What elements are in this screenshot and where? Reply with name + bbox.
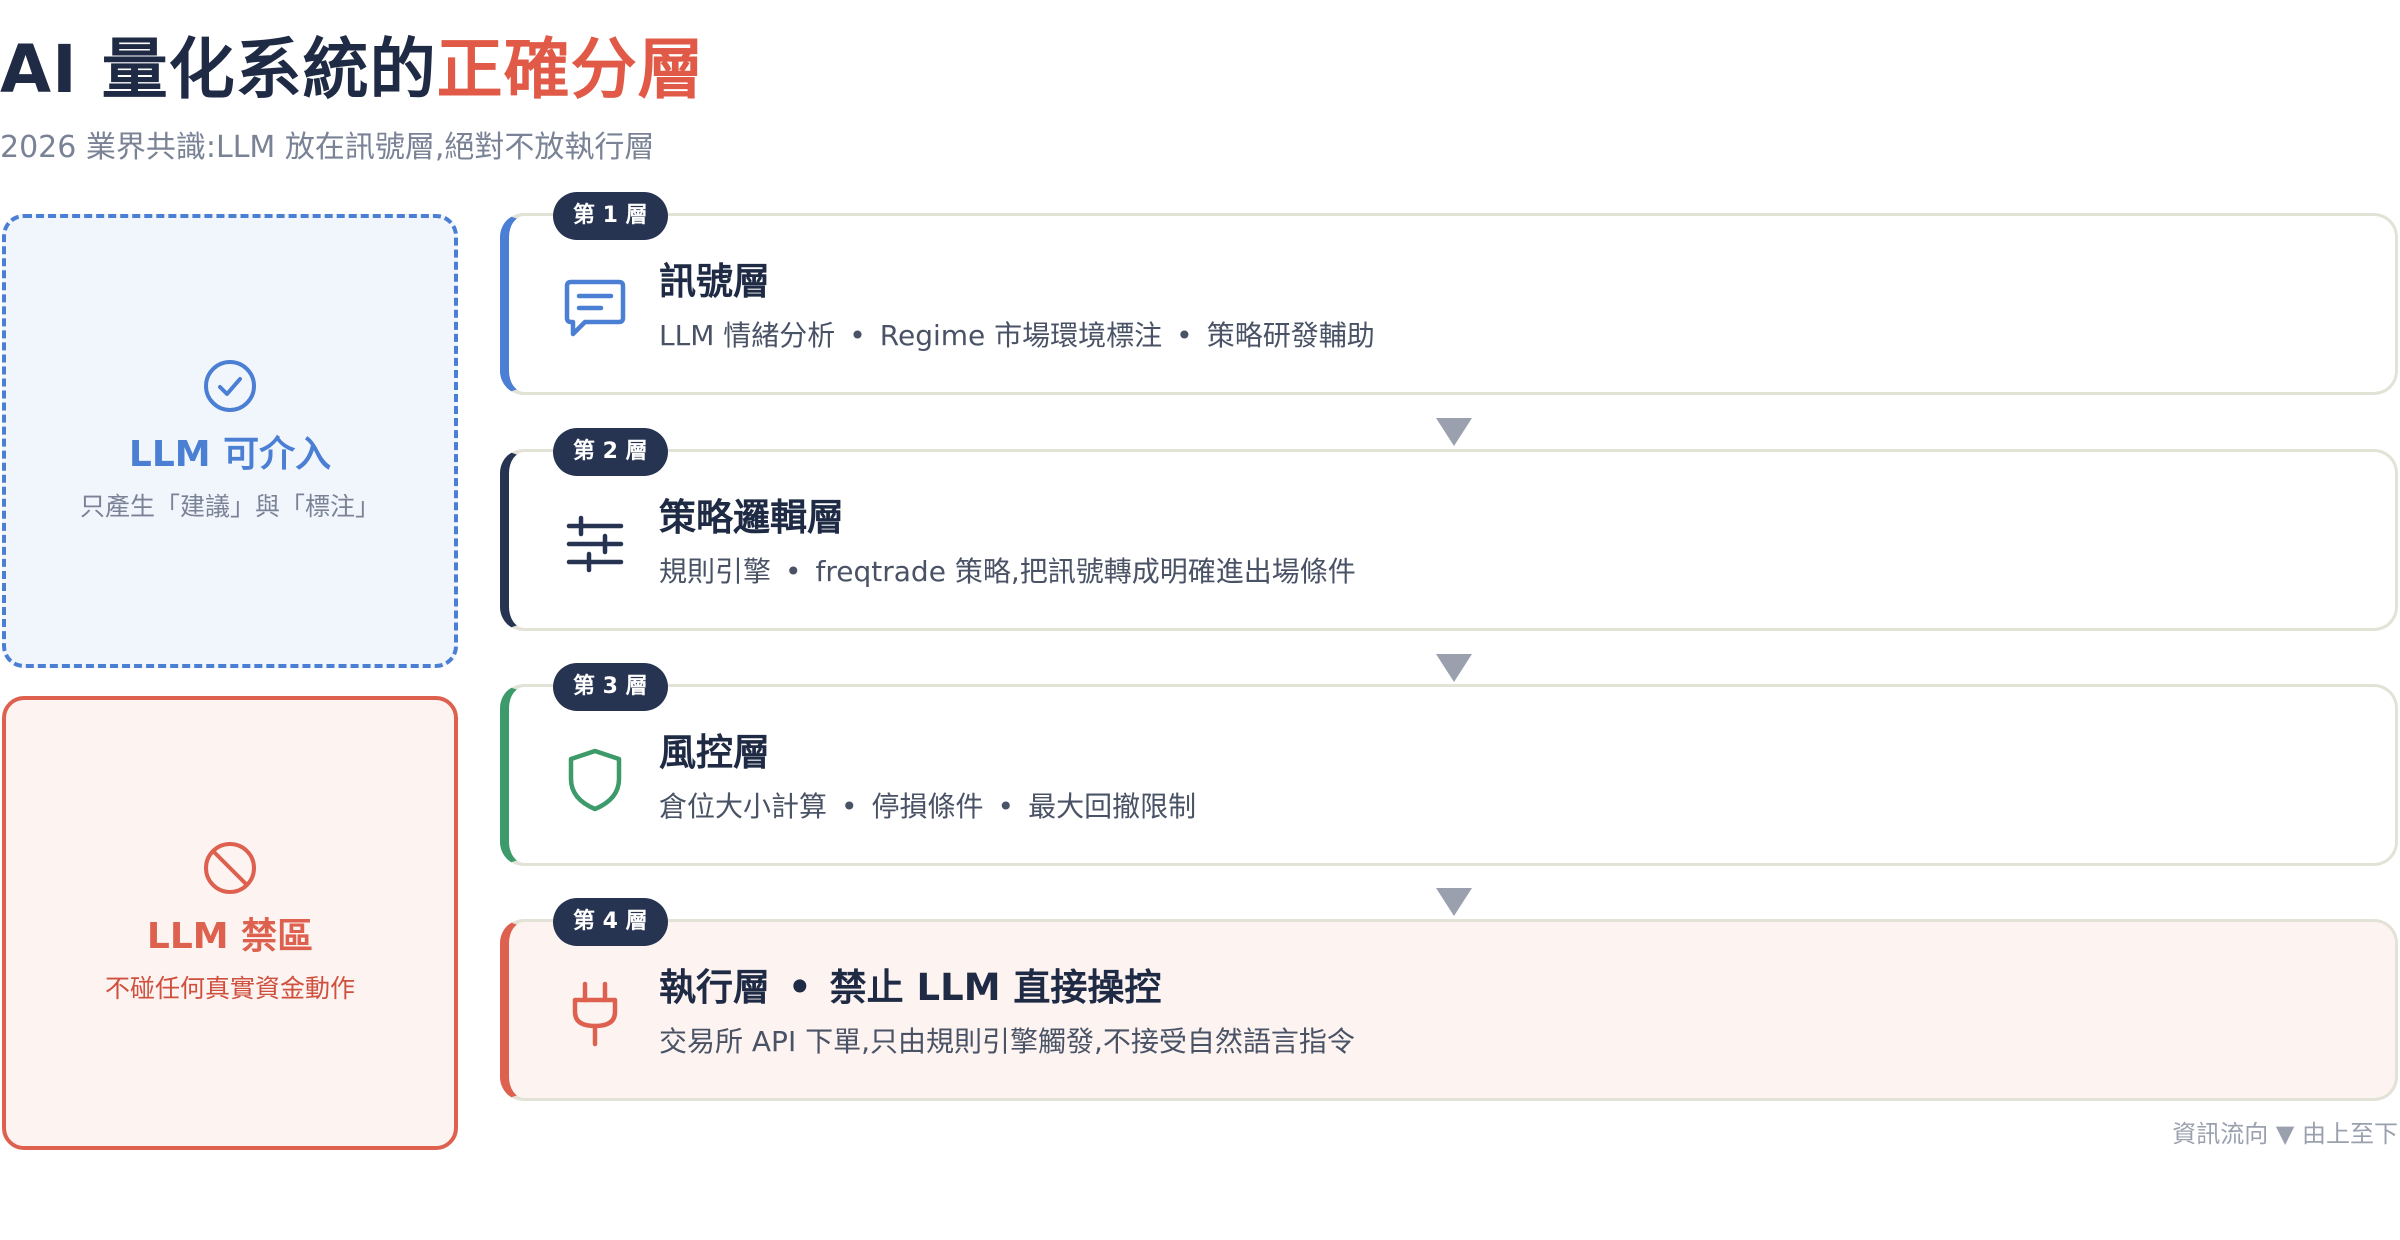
layer-desc: 倉位大小計算 • 停損條件 • 最大回撤限制 xyxy=(659,787,1196,827)
layer-item: 策略研發輔助 xyxy=(1206,319,1375,352)
layer-title-main: 執行層 xyxy=(659,966,770,1009)
layer-desc: 規則引擎 • freqtrade 策略,把訊號轉成明確進出場條件 xyxy=(659,552,1356,592)
separator-dot: • xyxy=(997,790,1015,823)
llm-allowed-zone: LLM 可介入 只產生「建議」與「標注」 xyxy=(2,214,458,668)
flow-arrow-down-icon xyxy=(1436,654,1472,682)
layer-badge: 第 4 層 xyxy=(553,898,668,946)
layer-risk-control: 第 3 層 風控層 倉位大小計算 • 停損條件 • 最大回撤限制 xyxy=(500,663,2398,866)
layer-item: 倉位大小計算 xyxy=(659,790,828,823)
layer-item: 最大回撤限制 xyxy=(1028,790,1197,823)
layer-execution: 第 4 層 執行層 • 禁止 LLM 直接操控 交易所 API 下單,只由規則引擎觸… xyxy=(500,898,2398,1101)
plug-icon xyxy=(572,981,618,1047)
separator-dot: • xyxy=(849,319,866,352)
flow-arrow-down-icon xyxy=(1436,888,1472,916)
flow-arrow-down-icon xyxy=(1436,418,1472,446)
layer-title: 風控層 xyxy=(659,731,770,774)
prohibited-icon xyxy=(204,842,256,894)
separator-dot: • xyxy=(785,555,802,588)
forbidden-zone-title: LLM 禁區 xyxy=(146,916,314,957)
llm-forbidden-zone: LLM 禁區 不碰任何真實資金動作 xyxy=(2,696,458,1150)
flow-direction-note: 資訊流向 ▼ 由上至下 xyxy=(2172,1120,2398,1148)
page-title: AI 量化系統的正確分層 xyxy=(0,28,705,112)
check-circle-icon xyxy=(204,360,256,412)
separator-dot: • xyxy=(841,790,858,823)
layer-title-extra: 禁止 LLM 直接操控 xyxy=(829,966,1162,1009)
layer-desc: 交易所 API 下單,只由規則引擎觸發,不接受自然語言指令 xyxy=(659,1022,1355,1062)
page-subtitle: 2026 業界共識:LLM 放在訊號層,絕對不放執行層 xyxy=(0,130,655,165)
layer-item: 規則引擎 xyxy=(659,555,772,588)
layer-title: 策略邏輯層 xyxy=(659,496,844,539)
shield-icon xyxy=(568,748,622,812)
sliders-icon xyxy=(566,515,624,573)
layer-strategy-logic: 第 2 層 策略邏輯層 規則引擎 • freqtrade 策略,把訊號轉成明確進出場… xyxy=(500,428,2398,631)
chat-message-icon xyxy=(564,279,626,337)
layer-signal: 第 1 層 訊號層 LLM 情緒分析 • Regime 市場環境標注 • 策略研發輔助 xyxy=(500,192,2398,395)
layer-title: 訊號層 xyxy=(659,260,770,303)
title-main: AI 量化系統的 xyxy=(0,31,437,108)
layer-badge: 第 3 層 xyxy=(553,663,668,711)
layer-badge: 第 2 層 xyxy=(553,428,668,476)
layer-desc: LLM 情緒分析 • Regime 市場環境標注 • 策略研發輔助 xyxy=(659,316,1375,356)
layer-item: freqtrade 策略,把訊號轉成明確進出場條件 xyxy=(815,555,1356,588)
layer-item: Regime 市場環境標注 xyxy=(879,319,1163,352)
forbidden-zone-desc: 不碰任何真實資金動作 xyxy=(104,974,355,1003)
layer-item: 停損條件 xyxy=(871,790,984,823)
title-accent: 正確分層 xyxy=(436,31,705,108)
layer-item: 交易所 API 下單,只由規則引擎觸發,不接受自然語言指令 xyxy=(659,1025,1355,1058)
layer-badge: 第 1 層 xyxy=(553,192,668,240)
layer-item: LLM 情緒分析 xyxy=(659,319,836,352)
separator-dot: • xyxy=(788,966,812,1009)
layer-title: 執行層 • 禁止 LLM 直接操控 xyxy=(659,964,1161,1012)
separator-dot: • xyxy=(1176,319,1193,352)
allowed-zone-title: LLM 可介入 xyxy=(128,434,332,475)
allowed-zone-desc: 只產生「建議」與「標注」 xyxy=(79,492,380,521)
